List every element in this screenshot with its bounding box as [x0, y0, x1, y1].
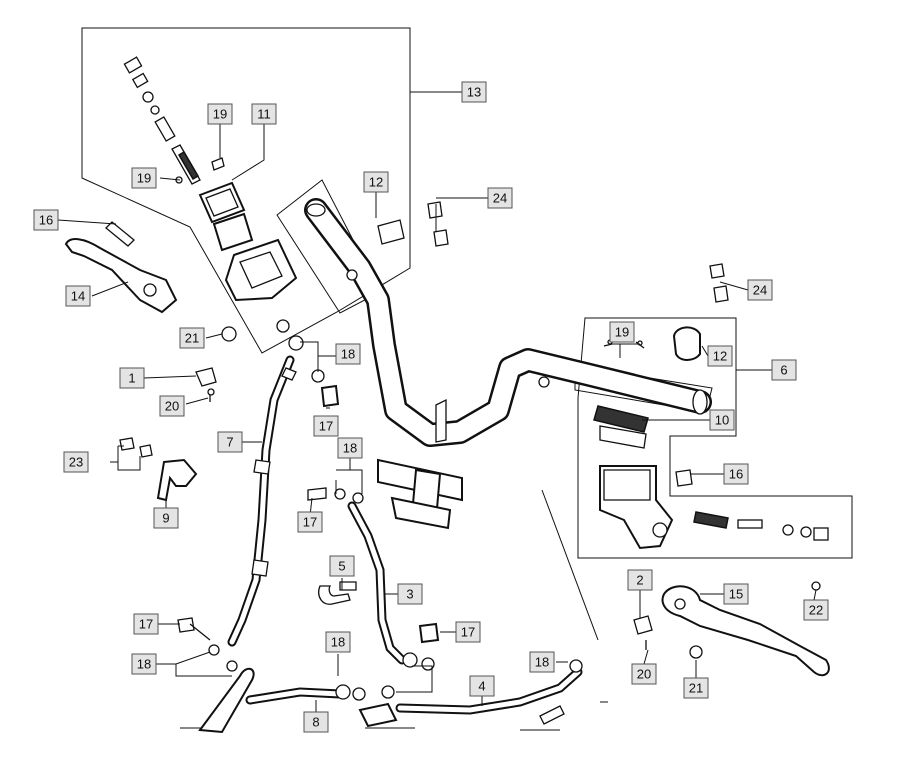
svg-text:8: 8	[312, 715, 319, 730]
callout-16-left: 16	[33, 209, 59, 231]
svg-text:17: 17	[139, 617, 153, 632]
callout-3: 3	[397, 583, 423, 605]
left-brake-lever	[64, 221, 178, 314]
callout-12-left: 12	[363, 171, 389, 193]
svg-text:24: 24	[753, 283, 767, 298]
lower-hoses	[180, 659, 608, 734]
svg-text:19: 19	[137, 171, 151, 186]
master-cylinder-13-frame	[81, 27, 411, 354]
callout-18-center-lower: 18	[325, 631, 351, 653]
svg-text:7: 7	[226, 435, 233, 450]
svg-text:18: 18	[137, 657, 151, 672]
svg-text:18: 18	[535, 655, 549, 670]
svg-text:10: 10	[715, 413, 729, 428]
callout-15: 15	[723, 583, 749, 605]
callout-8: 8	[303, 711, 329, 733]
right-master-cylinder	[593, 326, 829, 550]
callout-23: 23	[63, 451, 89, 473]
callout-20-left: 20	[159, 395, 185, 417]
svg-text:24: 24	[493, 191, 507, 206]
svg-text:3: 3	[406, 587, 413, 602]
svg-text:18: 18	[331, 635, 345, 650]
svg-text:20: 20	[637, 667, 651, 682]
callout-19-left: 19	[131, 167, 157, 189]
callout-24-right: 24	[747, 279, 773, 301]
svg-text:21: 21	[689, 681, 703, 696]
callout-14: 14	[65, 285, 91, 307]
hose-7	[227, 355, 297, 647]
svg-text:17: 17	[461, 625, 475, 640]
callout-18-left-lower: 18	[131, 653, 157, 675]
callout-20-right: 20	[631, 663, 657, 685]
svg-text:4: 4	[478, 679, 485, 694]
callout-17-left-lower: 17	[133, 613, 159, 635]
svg-text:9: 9	[162, 511, 169, 526]
callout-4: 4	[469, 675, 495, 697]
svg-text:22: 22	[809, 603, 823, 618]
svg-text:14: 14	[71, 289, 85, 304]
svg-text:17: 17	[319, 419, 333, 434]
callout-24-top: 24	[487, 187, 513, 209]
svg-text:16: 16	[39, 213, 53, 228]
svg-text:5: 5	[338, 559, 345, 574]
bolts	[177, 617, 440, 672]
svg-text:19: 19	[615, 325, 629, 340]
callout-19-top: 19	[207, 103, 233, 125]
callout-18-right-lower: 18	[529, 651, 555, 673]
callout-21-left: 21	[179, 327, 205, 349]
svg-text:13: 13	[467, 85, 481, 100]
svg-text:18: 18	[341, 347, 355, 362]
right-brake-lever	[377, 201, 830, 677]
callout-9: 9	[153, 507, 179, 529]
callout-7: 7	[217, 431, 243, 453]
callout-1: 1	[119, 367, 145, 389]
svg-text:15: 15	[729, 587, 743, 602]
callout-16-right: 16	[723, 463, 749, 485]
svg-text:16: 16	[729, 467, 743, 482]
svg-text:1: 1	[128, 371, 135, 386]
svg-text:19: 19	[213, 107, 227, 122]
svg-text:17: 17	[303, 515, 317, 530]
svg-text:21: 21	[185, 331, 199, 346]
callout-17-upper: 17	[313, 415, 339, 437]
callout-17-right-lower: 17	[455, 621, 481, 643]
svg-text:23: 23	[69, 455, 83, 470]
svg-text:11: 11	[257, 107, 271, 122]
hose-3	[307, 487, 418, 668]
callout-2: 2	[627, 569, 653, 591]
callout-19-right: 19	[609, 321, 635, 343]
callout-6: 6	[771, 359, 797, 381]
callout-18-top: 18	[335, 343, 361, 365]
callout-21-right: 21	[683, 677, 709, 699]
svg-text:18: 18	[343, 441, 357, 456]
handlebar	[304, 198, 712, 530]
callout-13: 13	[461, 81, 487, 103]
left-master-cylinder	[123, 56, 298, 333]
svg-text:12: 12	[369, 175, 383, 190]
hose-clip	[318, 581, 357, 605]
callout-18-mid: 18	[337, 437, 363, 459]
callout-11: 11	[251, 103, 277, 125]
right-assembly-6-frame	[577, 317, 853, 559]
svg-text:20: 20	[165, 399, 179, 414]
callouts: 13 11 19 19 12 24 16 14 21 18 1 20 17 7 …	[33, 81, 829, 733]
svg-text:2: 2	[636, 573, 643, 588]
left-hardware	[119, 326, 340, 502]
callout-17-mid: 17	[297, 511, 323, 533]
callout-5: 5	[329, 555, 355, 577]
svg-text:12: 12	[713, 349, 727, 364]
callout-22: 22	[803, 599, 829, 621]
callout-10: 10	[709, 409, 735, 431]
svg-text:6: 6	[780, 363, 787, 378]
callout-12-right: 12	[707, 345, 733, 367]
